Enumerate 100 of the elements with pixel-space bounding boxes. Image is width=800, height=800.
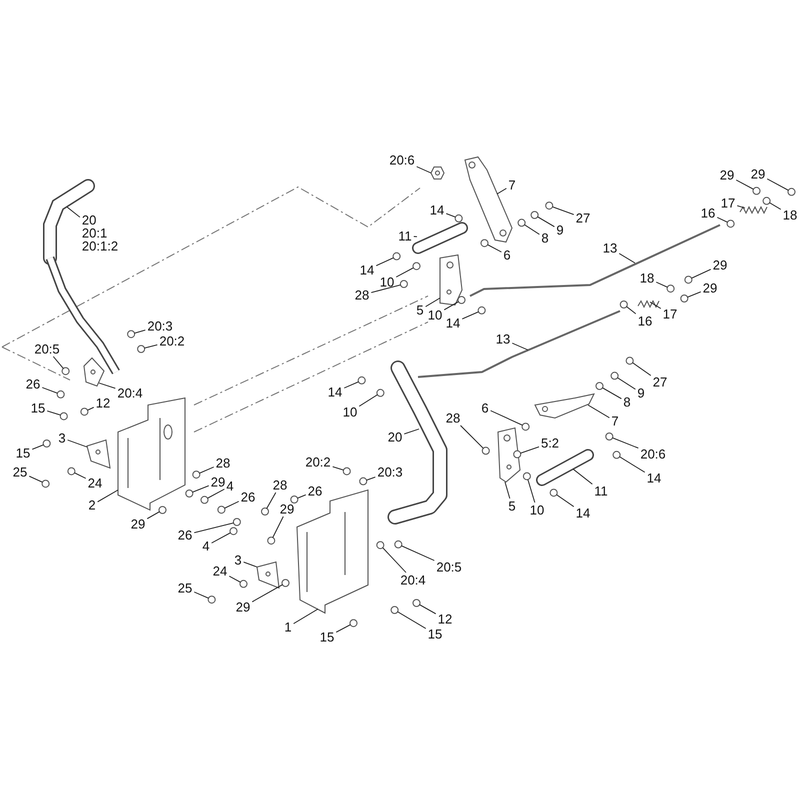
callout-number: 10 bbox=[426, 308, 444, 322]
leader-line bbox=[766, 178, 789, 191]
callout-number: 10 bbox=[378, 276, 396, 288]
leader-line bbox=[382, 547, 406, 573]
leader-line bbox=[716, 216, 728, 223]
callout-number: 28 bbox=[214, 456, 232, 470]
callout-number: 26 bbox=[24, 378, 42, 390]
leader-line bbox=[67, 440, 88, 448]
leader-line bbox=[537, 216, 555, 228]
hardware-part bbox=[612, 450, 621, 459]
callout-number: 20:4 bbox=[399, 574, 427, 586]
mount-plate bbox=[118, 397, 186, 511]
callout-number: 12 bbox=[436, 612, 454, 626]
callout-number: 20:2 bbox=[158, 334, 186, 348]
leader-line bbox=[572, 468, 593, 485]
callout-number: 20:4 bbox=[116, 386, 144, 400]
hardware-part bbox=[192, 470, 200, 479]
callout-number: 29 bbox=[130, 518, 146, 530]
leader-line bbox=[769, 202, 782, 210]
leader-line bbox=[413, 236, 418, 238]
leader-line bbox=[199, 466, 214, 474]
callout-number: 24 bbox=[212, 564, 228, 578]
leader-line bbox=[687, 291, 702, 298]
leader-line bbox=[416, 166, 432, 174]
leader-line bbox=[98, 382, 116, 389]
leader-line bbox=[366, 476, 376, 481]
hardware-part bbox=[240, 580, 248, 588]
callout-number: 2 bbox=[87, 498, 97, 512]
spring bbox=[740, 206, 768, 214]
hardware-part bbox=[412, 599, 420, 607]
callout-number: 20:2 bbox=[304, 456, 332, 468]
callout-number: 20 bbox=[82, 214, 98, 226]
callout-number: 26 bbox=[306, 484, 324, 498]
callout-number: 18 bbox=[782, 208, 798, 222]
leader-line bbox=[618, 253, 636, 264]
leader-line bbox=[194, 592, 209, 599]
leader-line bbox=[504, 482, 510, 499]
leader-line bbox=[224, 500, 240, 509]
hardware-part bbox=[261, 508, 269, 516]
callout-number: 12 bbox=[94, 396, 112, 410]
callout-number: 14 bbox=[358, 264, 376, 276]
bracket-plate bbox=[440, 254, 463, 306]
callout-number: 7 bbox=[507, 178, 517, 192]
hardware-part bbox=[620, 300, 628, 308]
hardware-part bbox=[42, 440, 51, 448]
callout-number: 29 bbox=[210, 476, 226, 488]
callout-number: 8 bbox=[622, 396, 632, 408]
callout-number: 29 bbox=[278, 502, 296, 516]
callout-number: 25 bbox=[12, 466, 28, 478]
callout-number: 20:6 bbox=[388, 154, 416, 166]
callout-number: 18 bbox=[638, 272, 656, 284]
hardware-part bbox=[359, 477, 368, 486]
callout-number: 16 bbox=[636, 314, 654, 328]
hardware-part bbox=[482, 446, 490, 455]
callout-number: 27 bbox=[652, 376, 668, 388]
leader-line bbox=[97, 490, 118, 502]
callout-number: 29 bbox=[718, 168, 736, 182]
leader-line bbox=[144, 344, 158, 349]
leader-line bbox=[228, 576, 241, 583]
leader-line bbox=[656, 282, 668, 288]
callout-number: 20:5 bbox=[33, 342, 61, 356]
hardware-part bbox=[394, 540, 402, 548]
callout-number: 4 bbox=[201, 540, 211, 552]
callout-number: 20:3 bbox=[376, 466, 404, 478]
leader-line bbox=[602, 387, 622, 400]
leader-line bbox=[612, 437, 639, 449]
leader-line bbox=[496, 188, 507, 194]
hardware-part bbox=[605, 432, 614, 440]
leader-line bbox=[46, 410, 61, 416]
lever-arm bbox=[534, 393, 595, 419]
callout-number: 5 bbox=[507, 500, 517, 512]
spring bbox=[638, 300, 660, 308]
callout-number: 11 bbox=[593, 484, 609, 498]
callout-number: 28 bbox=[272, 478, 288, 492]
leader-line bbox=[736, 205, 746, 208]
leader-line bbox=[42, 387, 58, 394]
leader-line bbox=[146, 511, 160, 520]
leader-line bbox=[527, 479, 536, 503]
hardware-part bbox=[208, 596, 216, 604]
callout-number: 9 bbox=[636, 386, 646, 400]
leader-line bbox=[252, 584, 283, 602]
callout-number: 15 bbox=[14, 446, 32, 460]
callout-number: 6 bbox=[480, 402, 490, 414]
hardware-part bbox=[217, 506, 226, 514]
callout-number: 1 bbox=[283, 620, 293, 634]
callout-number: 17 bbox=[662, 308, 678, 320]
callout-number: 14 bbox=[444, 316, 462, 330]
hardware-part bbox=[530, 211, 539, 219]
callout-number: 16 bbox=[700, 206, 716, 220]
hardware-part bbox=[726, 220, 735, 228]
callout-number: 29 bbox=[712, 258, 728, 272]
leader-line bbox=[396, 267, 414, 278]
hardware-part bbox=[596, 382, 604, 390]
callout-number: 13 bbox=[602, 242, 618, 254]
callout-number: 20:6 bbox=[639, 448, 667, 460]
callout-number: 15 bbox=[318, 630, 336, 644]
leader-line bbox=[401, 545, 435, 561]
lever-arm bbox=[464, 156, 513, 243]
hardware-part bbox=[282, 579, 290, 587]
leader-line bbox=[297, 494, 306, 499]
